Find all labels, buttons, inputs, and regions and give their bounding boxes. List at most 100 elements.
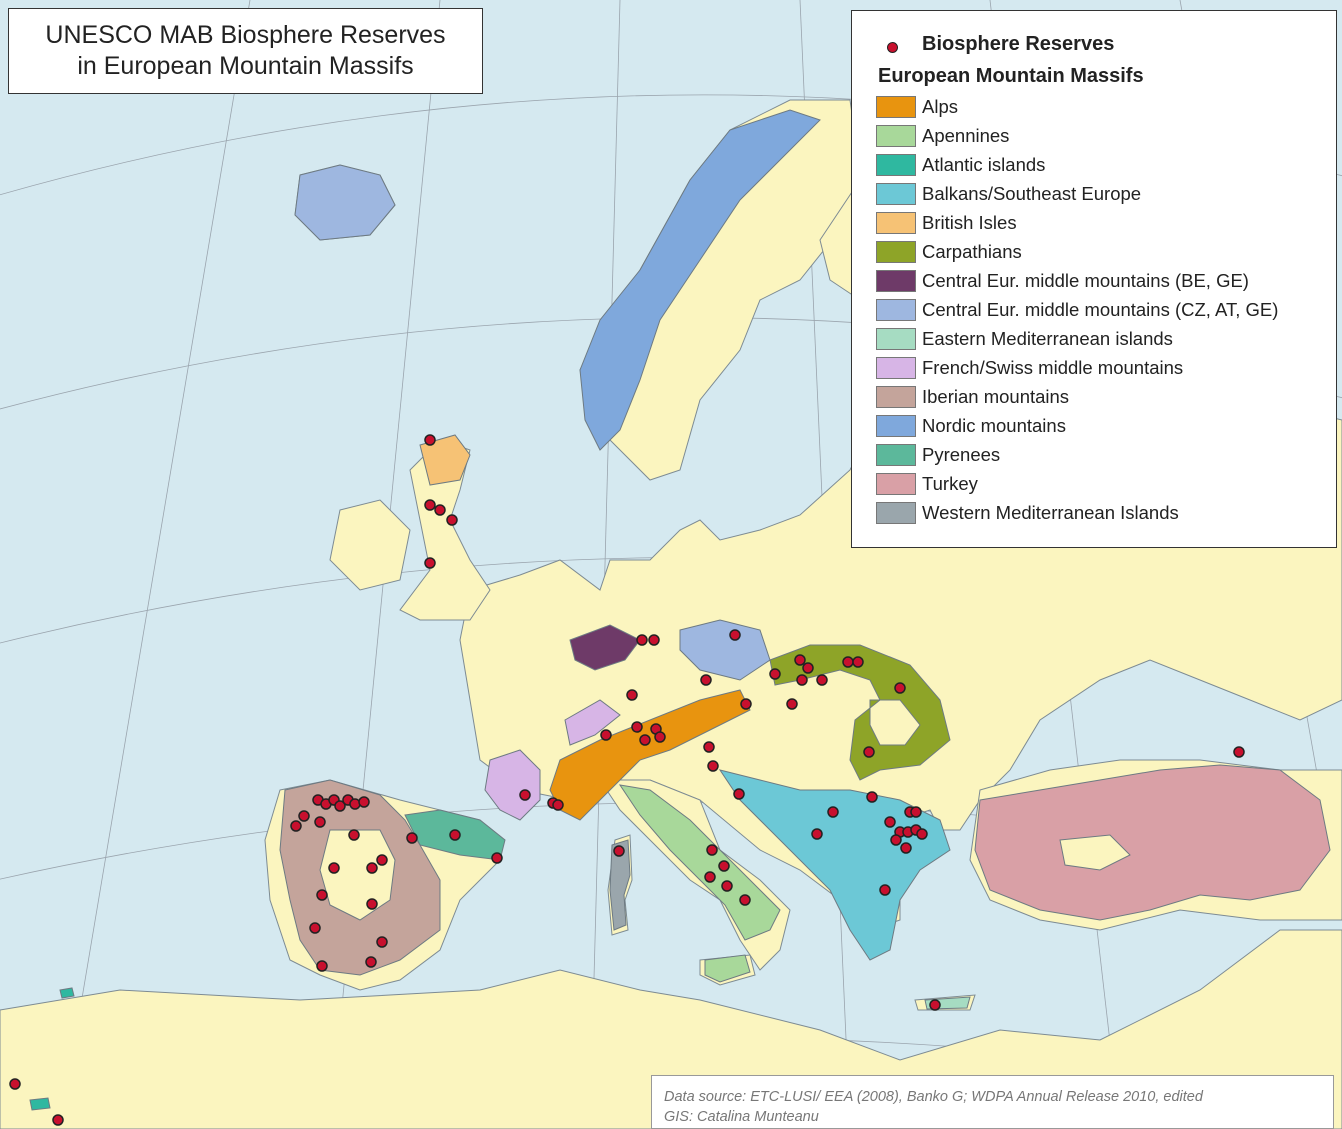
reserve-point — [424, 499, 436, 511]
carpathians — [769, 644, 951, 781]
reserve-point — [884, 816, 896, 828]
legend-swatch — [876, 357, 916, 379]
reserve-point — [733, 788, 745, 800]
legend-label: Carpathians — [922, 241, 1022, 262]
reserve-point — [721, 880, 733, 892]
reserve-point — [552, 799, 564, 811]
reserve-point — [376, 936, 388, 948]
legend-section-title: European Mountain Massifs — [878, 65, 1144, 87]
legend-item: Central Eur. middle mountains (BE, GE) — [876, 269, 1249, 293]
legend-item: Apennines — [876, 124, 1009, 148]
reserve-point — [786, 698, 798, 710]
reserve-point — [365, 956, 377, 968]
legend-item: Iberian mountains — [876, 385, 1069, 409]
french-swiss-jura — [564, 699, 621, 746]
reserve-point — [718, 860, 730, 872]
legend-swatch — [876, 502, 916, 524]
gis-credit-line: GIS: Catalina Munteanu — [664, 1109, 819, 1125]
legend-item: Western Mediterranean Islands — [876, 501, 1179, 525]
legend-label: Balkans/Southeast Europe — [922, 183, 1142, 204]
reserve-point — [816, 674, 828, 686]
atlantic-islands — [29, 1097, 51, 1111]
reserve-point — [794, 654, 806, 666]
legend-swatch — [876, 444, 916, 466]
british-isles-mountains — [419, 434, 471, 486]
french-swiss-middle-mountains — [484, 749, 541, 821]
reserve-point — [866, 791, 878, 803]
reserve-point — [739, 894, 751, 906]
legend-swatch — [876, 183, 916, 205]
reserve-point — [703, 741, 715, 753]
legend-label: British Isles — [922, 212, 1017, 233]
legend-label: Western Mediterranean Islands — [922, 502, 1179, 523]
reserve-point — [639, 734, 651, 746]
legend-point-label: Biosphere Reserves — [922, 33, 1115, 55]
alps — [549, 689, 751, 821]
legend-item: Turkey — [876, 472, 978, 496]
reserve-point — [636, 634, 648, 646]
reserve-point — [358, 796, 370, 808]
legend-item: Nordic mountains — [876, 414, 1066, 438]
map-title-line-1: UNESCO MAB Biosphere Reserves — [45, 21, 446, 49]
reserve-point — [446, 514, 458, 526]
reserve-point — [424, 557, 436, 569]
legend-item: British Isles — [876, 211, 1017, 235]
reserve-point — [1233, 746, 1245, 758]
legend-swatch — [876, 241, 916, 263]
reserve-point — [406, 832, 418, 844]
reserve-point — [519, 789, 531, 801]
legend-label: Apennines — [922, 125, 1010, 146]
reserve-point — [328, 862, 340, 874]
iceland-nordic — [294, 164, 396, 241]
reserve-point — [700, 674, 712, 686]
reserve-point — [894, 682, 906, 694]
reserve-point — [600, 729, 612, 741]
reserve-point — [424, 434, 436, 446]
reserve-point — [613, 845, 625, 857]
reserve-point — [706, 844, 718, 856]
legend-swatch — [876, 386, 916, 408]
reserve-point — [929, 999, 941, 1011]
reserve-point — [434, 504, 446, 516]
reserve-point — [309, 922, 321, 934]
legend-swatch — [876, 212, 916, 234]
legend-label: Eastern Mediterranean islands — [922, 328, 1173, 349]
turkey-inner-plateau — [1059, 834, 1131, 871]
great-britain — [399, 439, 491, 621]
turkey-mountains — [974, 764, 1331, 921]
legend-item: Pyrenees — [876, 443, 1000, 467]
legend-label: Alps — [922, 96, 958, 117]
reserve-point — [314, 816, 326, 828]
reserve-point — [316, 960, 328, 972]
reserve-point — [729, 629, 741, 641]
data-source-box: Data source: ETC-LUSI/ EEA (2008), Banko… — [651, 1075, 1334, 1129]
legend-swatch — [876, 125, 916, 147]
reserve-point — [740, 698, 752, 710]
reserve-point — [842, 656, 854, 668]
reserve-point — [863, 746, 875, 758]
legend-label: Pyrenees — [922, 444, 1001, 465]
legend-swatch — [876, 154, 916, 176]
legend-label: Nordic mountains — [922, 415, 1066, 436]
legend-item: Carpathians — [876, 240, 1022, 264]
reserve-point — [852, 656, 864, 668]
reserve-point — [827, 806, 839, 818]
legend-swatch — [876, 270, 916, 292]
apennines-sicily — [704, 954, 751, 983]
reserve-point — [654, 731, 666, 743]
legend-label: Central Eur. middle mountains (BE, GE) — [922, 270, 1249, 291]
reserve-point — [704, 871, 716, 883]
reserve-point — [648, 634, 660, 646]
reserve-point — [631, 721, 643, 733]
ireland — [329, 499, 411, 591]
map-legend: Biosphere Reserves European Mountain Mas… — [851, 10, 1337, 548]
reserve-point — [9, 1078, 21, 1090]
reserve-point — [491, 852, 503, 864]
legend-item: Eastern Mediterranean islands — [876, 327, 1173, 351]
reserve-point — [900, 842, 912, 854]
reserve-point — [769, 668, 781, 680]
map-title-line-2: in European Mountain Massifs — [77, 52, 414, 80]
mountain-massifs — [29, 109, 1331, 1111]
legend-item: French/Swiss middle mountains — [876, 356, 1183, 380]
